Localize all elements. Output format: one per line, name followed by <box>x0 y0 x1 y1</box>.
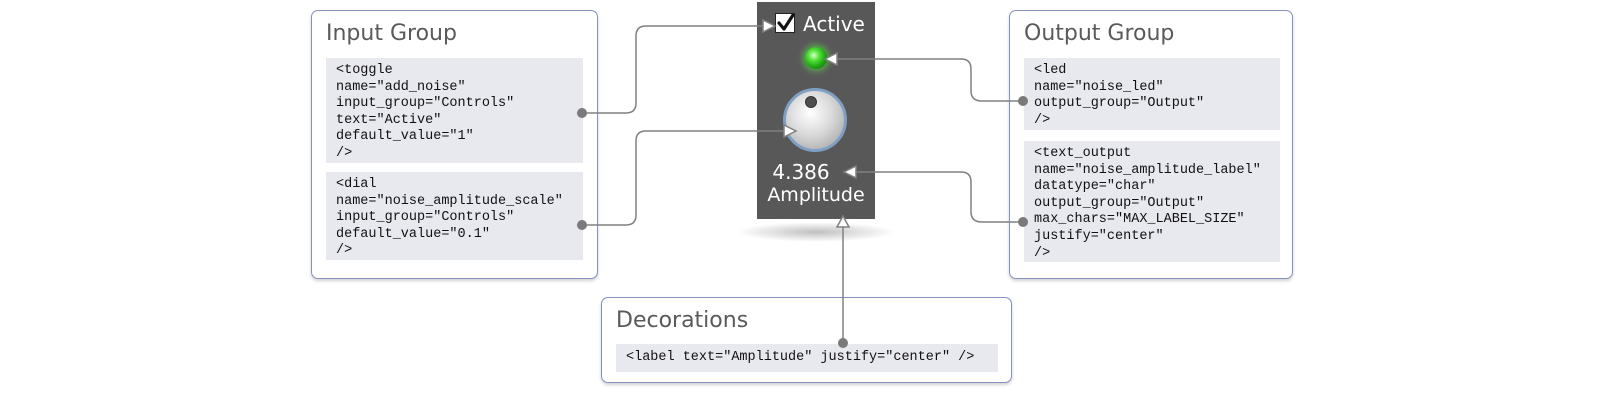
toggle-connector-line <box>582 25 762 114</box>
widget-panel: Active 4.386 Amplitude <box>757 2 875 219</box>
dial-arrowhead-icon <box>783 123 798 139</box>
input-group-title: Input Group <box>326 21 457 46</box>
dial-code-block: <dial name="noise_amplitude_scale" input… <box>326 172 583 260</box>
toggle-arrowhead-icon <box>762 18 777 34</box>
dial-connector-dot <box>577 220 587 230</box>
decorations-title: Decorations <box>616 308 749 333</box>
led-arrowhead-icon <box>823 51 838 67</box>
amplitude-value-readout: 4.386 <box>772 160 830 184</box>
decorations-box: Decorations <label text="Amplitude" just… <box>601 297 1012 383</box>
dial-pointer-icon <box>805 96 817 108</box>
amplitude-dial[interactable] <box>783 88 847 152</box>
widget-shadow <box>736 222 896 242</box>
text-output-connector-line <box>856 171 1023 223</box>
text-output-code-block: <text_output name="noise_amplitude_label… <box>1024 141 1280 262</box>
text-output-arrowhead-icon <box>842 164 857 180</box>
text-output-connector-dot <box>1018 217 1028 227</box>
dial-connector-line <box>582 130 784 226</box>
led-connector-line <box>837 58 1023 102</box>
active-toggle-label[interactable]: Active <box>803 12 865 36</box>
input-group-box: Input Group <toggle name="add_noise" inp… <box>311 10 598 279</box>
label-code-block: <label text="Amplitude" justify="center"… <box>616 344 998 372</box>
label-arrowhead-icon <box>835 214 851 228</box>
led-code-block: <led name="noise_led" output_group="Outp… <box>1024 58 1280 130</box>
toggle-code-block: <toggle name="add_noise" input_group="Co… <box>326 58 583 163</box>
output-group-box: Output Group <led name="noise_led" outpu… <box>1009 10 1293 279</box>
checkmark-icon <box>777 14 795 31</box>
active-checkbox[interactable] <box>775 13 795 33</box>
led-connector-dot <box>1018 96 1028 106</box>
output-group-title: Output Group <box>1024 21 1175 46</box>
label-connector-dot <box>838 338 848 348</box>
amplitude-label: Amplitude <box>767 184 865 206</box>
noise-led-indicator <box>805 47 827 69</box>
toggle-connector-dot <box>577 108 587 118</box>
